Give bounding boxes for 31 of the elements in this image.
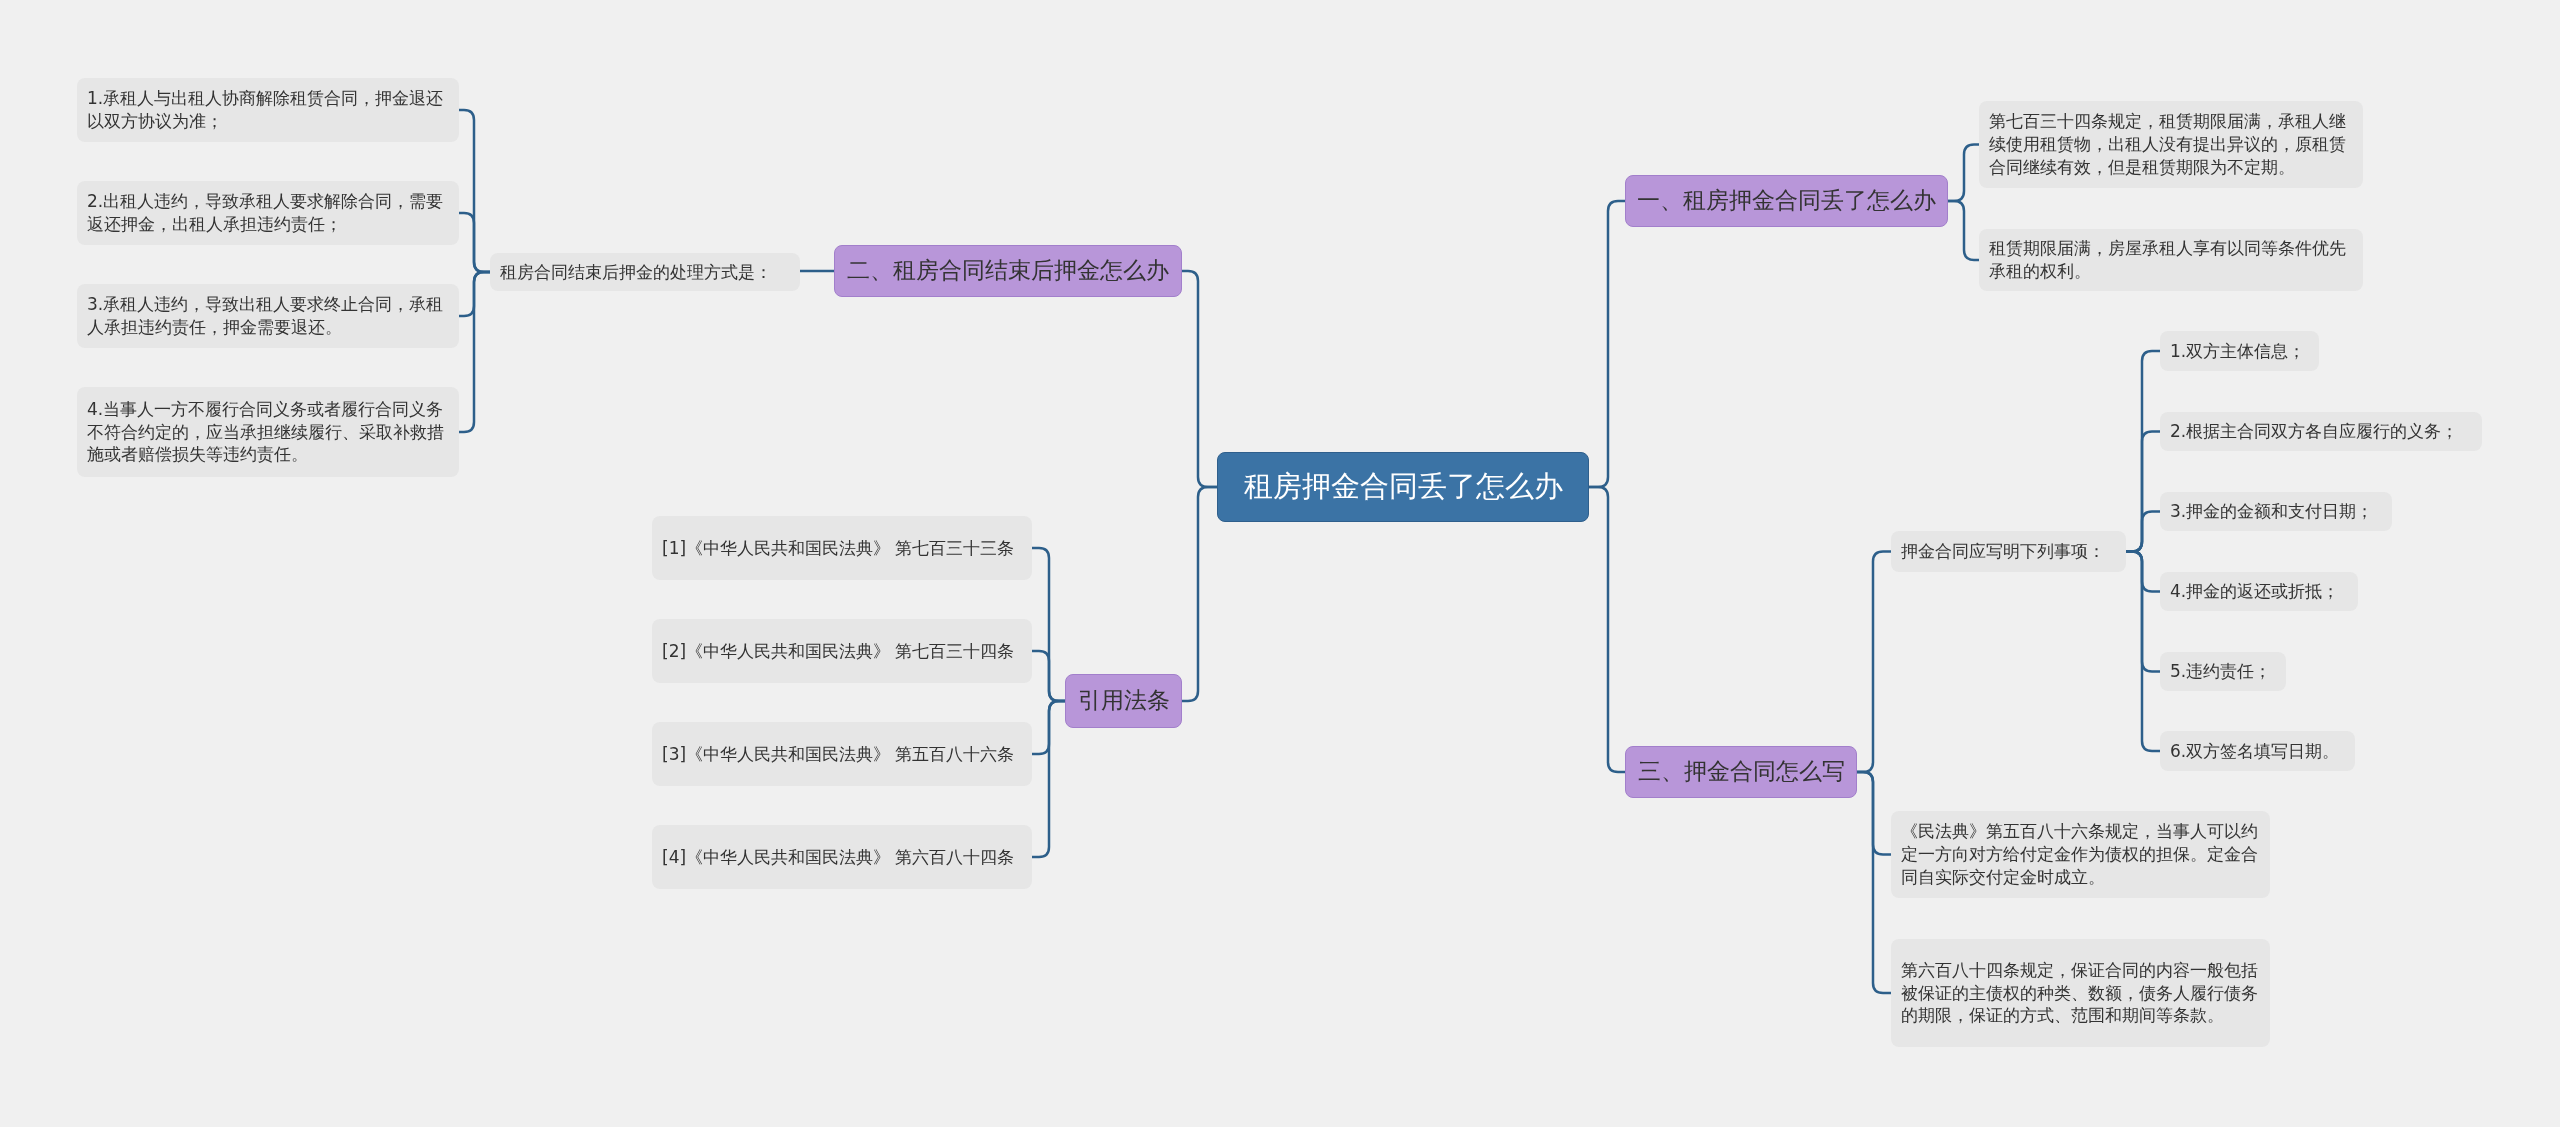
text-box: 第七百三十四条规定，租赁期限届满，承租人继续使用租赁物，出租人没有提出异议的，原租赁合同继续有效，但是租赁期限为不定期。 <box>1979 101 2363 188</box>
text-box: 3.押金的金额和支付日期； <box>2160 492 2392 531</box>
connector-line <box>1182 485 1217 703</box>
connector-line <box>1948 199 1979 262</box>
text-box: 6.双方签名填写日期。 <box>2160 731 2355 771</box>
text-box: 《民法典》第五百八十六条规定，当事人可以约定一方向对方给付定金作为债权的担保。定金合同自实际交付定金时成立。 <box>1891 811 2270 898</box>
text-box: 押金合同应写明下列事项： <box>1891 531 2126 572</box>
text-box: 1.双方主体信息； <box>2160 331 2319 371</box>
text-box: 1.承租人与出租人协商解除租赁合同，押金退还以双方协议为准； <box>77 78 459 142</box>
text-box: 2.出租人违约，导致承租人要求解除合同，需要返还押金，出租人承担违约责任； <box>77 181 459 245</box>
text-box: 租赁期限届满，房屋承租人享有以同等条件优先承租的权利。 <box>1979 229 2363 291</box>
topic-box: 租房押金合同丢了怎么办 <box>1217 452 1589 522</box>
branch-box: 一、租房押金合同丢了怎么办 <box>1625 175 1948 227</box>
text-box: [2]《中华人民共和国民法典》 第七百三十四条 <box>652 619 1032 683</box>
text-box: 2.根据主合同双方各自应履行的义务； <box>2160 412 2482 451</box>
text-box: 5.违约责任； <box>2160 652 2286 691</box>
branch-box: 引用法条 <box>1065 674 1182 728</box>
text-box: [3]《中华人民共和国民法典》 第五百八十六条 <box>652 722 1032 786</box>
text-box: 4.押金的返还或折抵； <box>2160 572 2358 611</box>
connector-line <box>1589 485 1625 774</box>
branch-box: 二、租房合同结束后押金怎么办 <box>834 245 1182 297</box>
text-box: 4.当事人一方不履行合同义务或者履行合同义务不符合约定的，应当承担继续履行、采取补救措施或者赔偿损失等违约责任。 <box>77 387 459 477</box>
text-box: [1]《中华人民共和国民法典》 第七百三十三条 <box>652 516 1032 580</box>
connector-line <box>800 269 834 273</box>
connector-line <box>1857 770 1891 995</box>
text-box: [4]《中华人民共和国民法典》 第六百八十四条 <box>652 825 1032 889</box>
text-box: 3.承租人违约，导致出租人要求终止合同，承租人承担违约责任，押金需要退还。 <box>77 284 459 348</box>
branch-box: 三、押金合同怎么写 <box>1625 746 1857 798</box>
connector-line <box>2126 550 2160 753</box>
text-box: 第六百八十四条规定，保证合同的内容一般包括被保证的主债权的种类、数额，债务人履行债务的期限，保证的方式、范围和期间等条款。 <box>1891 939 2270 1047</box>
text-box: 租房合同结束后押金的处理方式是： <box>490 253 800 291</box>
